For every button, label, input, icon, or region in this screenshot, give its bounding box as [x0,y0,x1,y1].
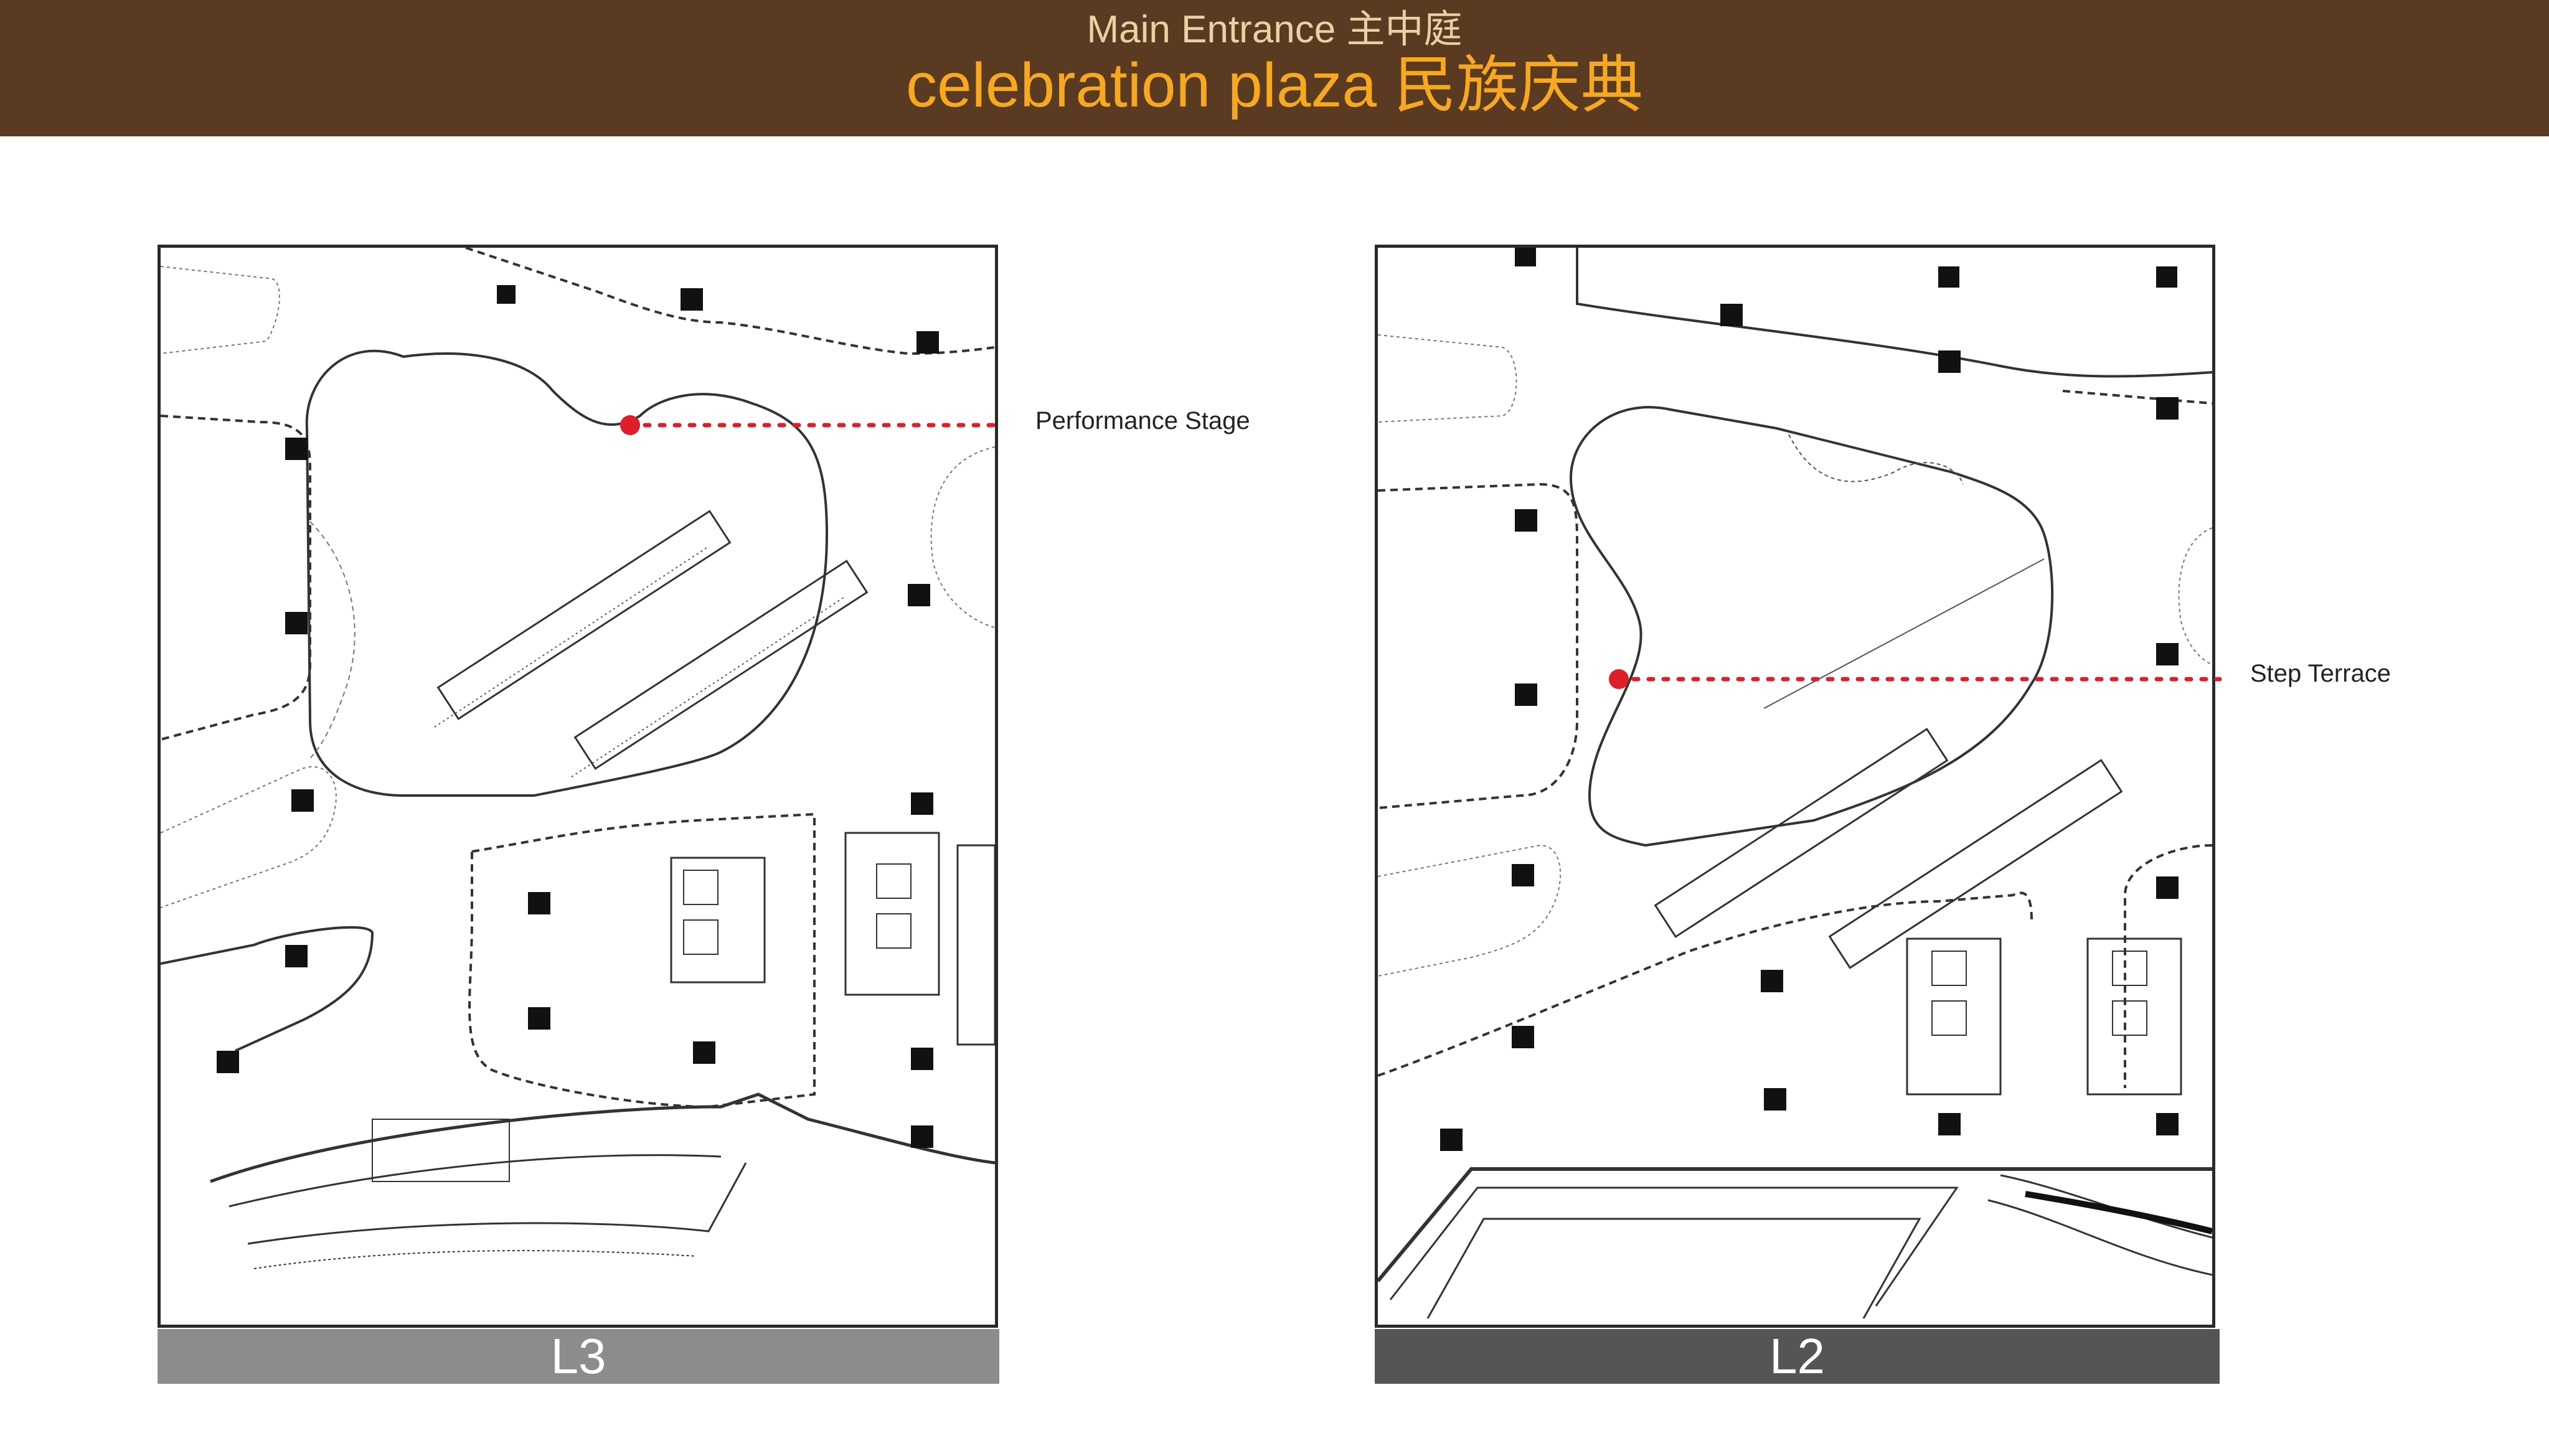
header-subtitle: Main Entrance 主中庭 [1086,8,1463,51]
header-banner: Main Entrance 主中庭 celebration plaza 民族庆典 [0,0,2549,136]
floor-plan-l2 [1375,245,2215,1328]
level-label-l3: L3 [158,1329,999,1384]
step-terrace-label: Step Terrace [2250,660,2391,687]
terrace-outline [1569,406,2054,847]
escalator-left [436,510,732,720]
floor-plan-l3 [158,245,998,1328]
escalator-upper [1654,728,1949,938]
stage-outline [305,349,829,797]
lift-core-a [1906,937,2002,1096]
level-label-l2: L2 [1375,1329,2220,1384]
lift-core-1 [670,857,766,984]
floor-plan-l3-drawing [161,248,995,1269]
lift-core-2 [844,832,940,996]
performance-stage-label: Performance Stage [1035,407,1250,434]
header-title: celebration plaza 民族庆典 [906,50,1643,120]
balcony-arc [210,1092,995,1183]
escalator-lower [1828,759,2123,969]
balcony-edge [1378,1167,2212,1282]
lift-core-b [2086,937,2182,1096]
floor-plan-l2-drawing [1378,248,2212,1319]
escalator-right [573,560,869,770]
